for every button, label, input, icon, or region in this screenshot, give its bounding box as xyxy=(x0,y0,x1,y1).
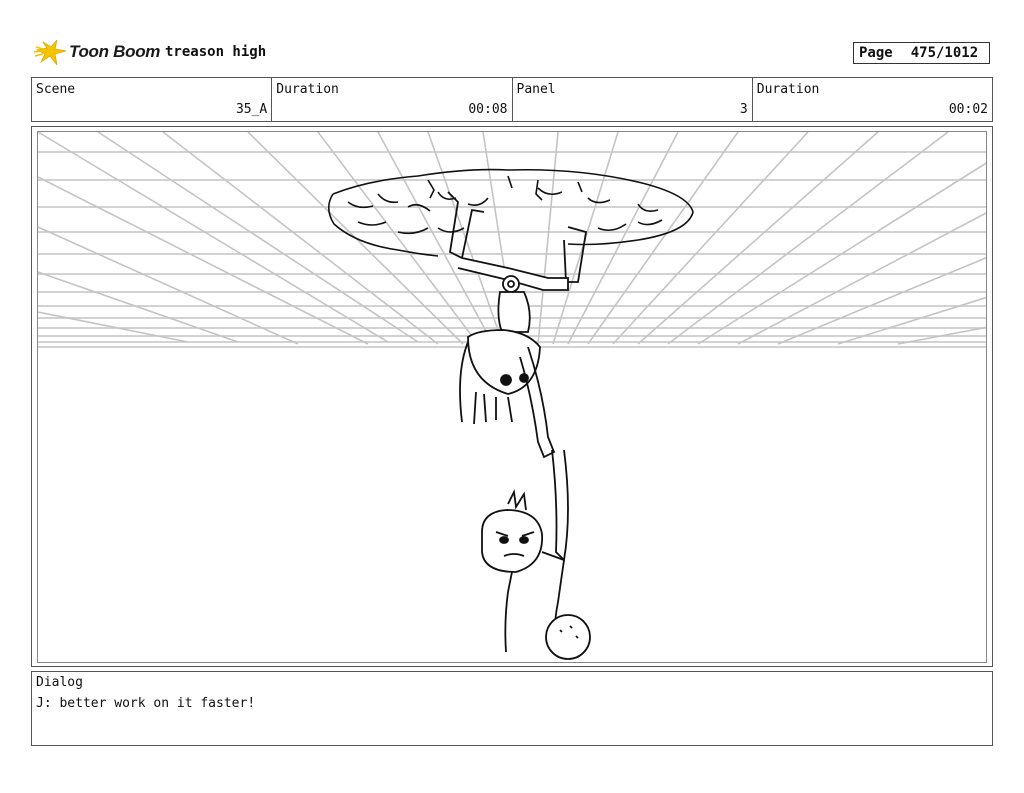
scene-duration-value: 00:08 xyxy=(468,102,508,117)
toon-boom-logo: Toon Boom xyxy=(33,38,161,70)
floating-rock xyxy=(327,168,694,257)
logo-text: Toon Boom xyxy=(69,42,161,61)
scene-duration-label: Duration xyxy=(276,82,339,97)
panel-duration-value: 00:02 xyxy=(948,102,988,117)
page-label: Page xyxy=(859,45,893,61)
scene-cell: Scene 35_A xyxy=(32,78,273,121)
project-title: treason high xyxy=(165,44,267,60)
dialog-text: J: better work on it faster! xyxy=(36,696,256,711)
hanging-girl xyxy=(447,191,588,459)
storyboard-drawing xyxy=(37,131,987,663)
panel-cell: Panel 3 xyxy=(513,78,753,121)
panel-label: Panel xyxy=(516,82,556,97)
dialog-label: Dialog xyxy=(36,675,83,690)
page-value: 475/1012 xyxy=(910,45,979,61)
dialog-box: Dialog J: better work on it faster! xyxy=(31,671,993,746)
info-bar: Scene 35_A Duration 00:08 Panel 3 Durati… xyxy=(31,77,993,122)
toon-boom-star-icon xyxy=(33,39,67,66)
panel-duration-label: Duration xyxy=(756,82,820,97)
scene-label: Scene xyxy=(36,82,76,97)
scene-duration-cell: Duration 00:08 xyxy=(272,78,513,121)
panel-duration-cell: Duration 00:02 xyxy=(753,78,992,121)
page-indicator: Page 475/1012 xyxy=(853,42,990,64)
panel-frame xyxy=(31,126,993,667)
panel-value: 3 xyxy=(739,102,748,117)
reaching-boy xyxy=(481,449,591,660)
sketch-illustration xyxy=(38,132,986,660)
scene-value: 35_A xyxy=(235,102,268,117)
